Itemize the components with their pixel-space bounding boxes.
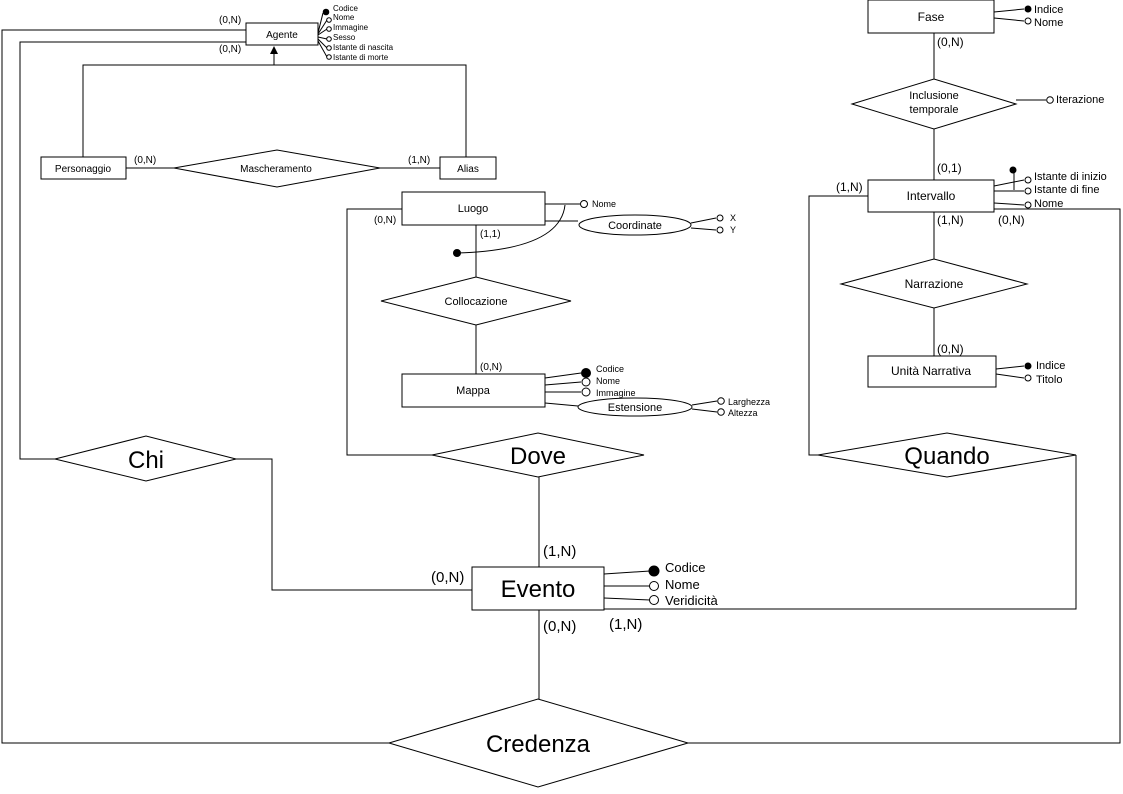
attr-mappa-immagine: Immagine <box>596 388 636 398</box>
attr-agente-istante-nascita: Istante di nascita <box>333 43 394 52</box>
entity-agente[interactable] <box>245 22 319 46</box>
entity-intervallo[interactable] <box>867 179 995 213</box>
card-luogo-collocazione: (1,1) <box>480 229 501 240</box>
card-intervallo-inclusione: (0,1) <box>937 161 962 175</box>
generalization-arrow <box>270 46 278 54</box>
rel-mascheramento[interactable] <box>173 149 381 188</box>
entity-unita-narrativa[interactable] <box>867 355 997 388</box>
attr-agente-immagine: Immagine <box>333 23 369 32</box>
label-quando: Quando <box>904 443 989 470</box>
card-intervallo-nome: (0,N) <box>998 213 1025 227</box>
label-evento: Evento <box>501 576 576 603</box>
label-credenza: Credenza <box>486 731 591 758</box>
rel-narrazione[interactable] <box>839 258 1029 309</box>
rel-quando[interactable] <box>817 432 1077 478</box>
link-agente-credenza <box>1 29 389 744</box>
entity-alias[interactable] <box>439 156 497 180</box>
attr-evento-nome: Nome <box>665 577 700 592</box>
composite-estensione[interactable] <box>577 397 693 417</box>
card-alias-mascheramento: (1,N) <box>408 155 430 166</box>
rel-collocazione[interactable] <box>380 276 572 326</box>
card-evento-chi: (0,N) <box>431 569 464 586</box>
label-dove: Dove <box>510 443 566 470</box>
label-chi: Chi <box>128 447 164 474</box>
card-personaggio-mascheramento: (0,N) <box>134 155 156 166</box>
card-luogo-dove: (0,N) <box>374 215 396 226</box>
attr-inclusione-iterazione: Iterazione <box>1056 94 1104 106</box>
attr-coordinate-y: Y <box>730 225 736 235</box>
rel-dove[interactable] <box>431 432 645 478</box>
link-agente-chi <box>19 41 246 460</box>
label-intervallo: Intervallo <box>907 189 956 203</box>
card-unita-narrazione: (0,N) <box>937 342 964 356</box>
label-luogo: Luogo <box>458 203 489 215</box>
rel-chi[interactable] <box>54 435 237 482</box>
label-alias: Alias <box>457 164 479 175</box>
card-fase-inclusione: (0,N) <box>937 35 964 49</box>
label-mappa: Mappa <box>456 385 491 397</box>
label-agente: Agente <box>266 30 298 41</box>
attr-mappa-nome: Nome <box>596 376 620 386</box>
label-narrazione: Narrazione <box>905 277 964 291</box>
attr-evento-veridicita: Veridicità <box>665 593 719 608</box>
link-credenza-intervallo <box>688 208 1121 744</box>
card-evento-credenza: (0,N) <box>543 618 576 635</box>
card-agente-credenza: (0,N) <box>219 44 241 55</box>
attr-fase-indice: Indice <box>1034 4 1063 16</box>
label-fase: Fase <box>918 10 945 24</box>
attr-evento-codice: Codice <box>665 560 705 575</box>
attr-agente-sesso: Sesso <box>333 33 356 42</box>
attr-agente-codice-marker <box>322 8 330 16</box>
attr-coordinate-x: X <box>730 213 736 223</box>
attr-unita-indice: Indice <box>1036 360 1065 372</box>
label-coordinate: Coordinate <box>608 220 662 232</box>
entity-mappa[interactable] <box>401 373 546 408</box>
attr-estensione-larghezza: Larghezza <box>728 397 770 407</box>
attr-agente-codice: Codice <box>333 4 358 13</box>
entity-evento[interactable] <box>471 566 605 611</box>
identifier-arc-luogo <box>456 204 566 254</box>
attr-luogo-nome: Nome <box>592 199 616 209</box>
label-estensione: Estensione <box>608 402 662 414</box>
label-inclusione-2: temporale <box>910 104 959 116</box>
link-intervallo-quando <box>808 195 868 456</box>
rel-inclusione-temporale[interactable] <box>850 78 1018 130</box>
link-quando-evento <box>604 455 1077 610</box>
attr-agente-istante-morte: Istante di morte <box>333 53 389 62</box>
label-inclusione-1: Inclusione <box>909 90 959 102</box>
card-agente-chi: (0,N) <box>219 15 241 26</box>
composite-coordinate[interactable] <box>578 214 692 236</box>
attr-intervallo-nome: Nome <box>1034 198 1063 210</box>
attr-estensione-altezza: Altezza <box>728 408 758 418</box>
attr-fase-nome: Nome <box>1034 17 1063 29</box>
label-personaggio: Personaggio <box>55 164 112 175</box>
attr-agente-nome: Nome <box>333 13 355 22</box>
label-collocazione: Collocazione <box>445 296 508 308</box>
entity-fase[interactable] <box>867 0 995 34</box>
card-intervallo-narrazione: (1,N) <box>937 213 964 227</box>
entity-luogo[interactable] <box>401 191 546 226</box>
card-mappa-collocazione: (0,N) <box>480 362 502 373</box>
attr-intervallo-istante-inizio: Istante di inizio <box>1034 171 1107 183</box>
link-personaggio-gen <box>82 64 467 157</box>
attr-unita-titolo: Titolo <box>1036 374 1063 386</box>
card-intervallo-quando: (1,N) <box>836 180 863 194</box>
rel-credenza[interactable] <box>387 698 690 788</box>
link-chi-evento <box>236 458 472 591</box>
attr-intervallo-istante-fine: Istante di fine <box>1034 184 1099 196</box>
label-mascheramento: Mascheramento <box>240 164 312 175</box>
link-luogo-dove <box>346 208 432 456</box>
card-evento-dove: (1,N) <box>543 543 576 560</box>
attr-mappa-codice: Codice <box>596 364 624 374</box>
label-unita-narrativa: Unità Narrativa <box>891 364 971 378</box>
entity-personaggio[interactable] <box>40 156 127 180</box>
card-evento-quando: (1,N) <box>609 616 642 633</box>
